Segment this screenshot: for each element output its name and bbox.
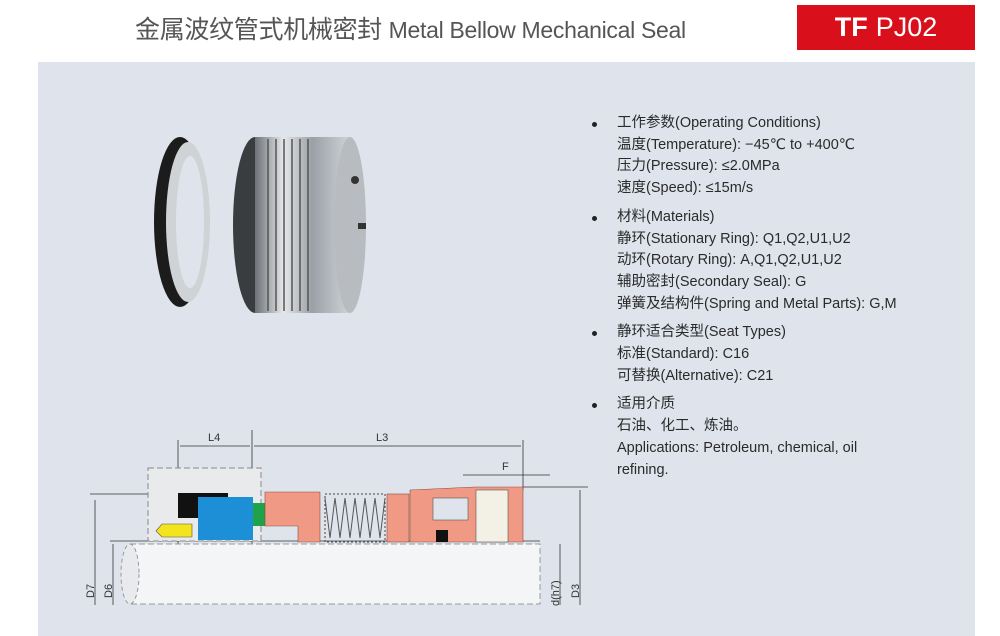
spec-heading: 静环适合类型(Seat Types) (592, 322, 897, 344)
dim-d3: D3 (570, 584, 582, 598)
spec-heading: 材料(Materials) (592, 207, 897, 229)
spec-group-seat-types: 静环适合类型(Seat Types) 标准(Standard): C16 可替换… (592, 322, 897, 387)
bellow-seal-image (233, 137, 366, 313)
model-code: PJ02 (875, 12, 938, 42)
spec-group-operating: 工作参数(Operating Conditions) 温度(Temperatur… (592, 113, 897, 200)
spec-line: 静环(Stationary Ring): Q1,Q2,U1,U2 (617, 230, 851, 247)
spec-line: Applications: Petroleum, chemical, oil (617, 439, 858, 456)
spec-line: 石油、化工、炼油。 (617, 418, 748, 435)
spec-group-applications: 适用介质 石油、化工、炼油。 Applications: Petroleum, … (592, 394, 897, 481)
spec-line: 动环(Rotary Ring): A,Q1,Q2,U1,U2 (617, 252, 842, 269)
product-photo (154, 137, 366, 313)
dim-d6: D6 (103, 584, 115, 598)
stationary-ring-image (154, 137, 210, 307)
dim-d: d(h7) (550, 580, 562, 606)
set-screw-section (475, 489, 509, 543)
title-en: Metal Bellow Mechanical Seal (388, 17, 686, 43)
page-title: 金属波纹管式机械密封 Metal Bellow Mechanical Seal (135, 10, 686, 46)
spec-line: 弹簧及结构件(Spring and Metal Parts): G,M (617, 295, 897, 312)
shaft (120, 543, 541, 605)
spec-heading: 适用介质 (592, 394, 897, 416)
sectional-drawing: L4 L3 F D7 D6 d(h7) D3 (85, 430, 588, 606)
bellows-section (324, 493, 386, 543)
model-prefix: TF (834, 12, 868, 42)
spec-line: 压力(Pressure): ≤2.0MPa (617, 158, 780, 175)
stationary-ring-section (198, 497, 253, 540)
spec-line: 速度(Speed): ≤15m/s (617, 180, 754, 197)
dim-l3: L3 (376, 432, 388, 444)
pin-section (155, 523, 193, 538)
spec-list: 工作参数(Operating Conditions) 温度(Temperatur… (592, 113, 897, 488)
dim-l4: L4 (208, 432, 220, 444)
title-cn: 金属波纹管式机械密封 (135, 16, 383, 44)
spec-line: 温度(Temperature): −45℃ to +400℃ (617, 136, 856, 153)
spec-line: refining. (617, 461, 669, 478)
spec-heading: 工作参数(Operating Conditions) (592, 113, 897, 135)
spec-line: 标准(Standard): C16 (617, 346, 750, 363)
model-badge: TF PJ02 (797, 5, 975, 50)
spec-group-materials: 材料(Materials) 静环(Stationary Ring): Q1,Q2… (592, 207, 897, 316)
spec-line: 可替换(Alternative): C21 (617, 367, 774, 384)
dim-d7: D7 (85, 584, 97, 598)
dim-f: F (502, 461, 509, 473)
spec-line: 辅助密封(Secondary Seal): G (617, 273, 807, 290)
